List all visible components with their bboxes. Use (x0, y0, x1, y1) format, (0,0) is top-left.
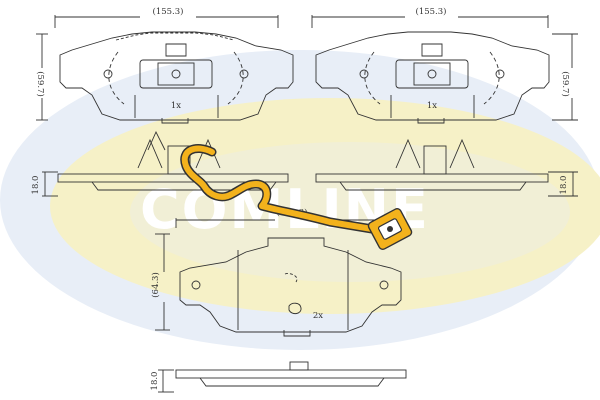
pad-a-quantity: 1x (171, 101, 181, 111)
pad-b-quantity: 1x (427, 101, 437, 111)
pad-b-width: (155.3) (416, 6, 447, 17)
pad-a-height: (59.7) (35, 71, 46, 97)
pad-b-side (315, 138, 578, 197)
pad-a-width: (155.3) (153, 6, 184, 17)
pad-b-thickness: 18.0 (559, 176, 569, 195)
pad-a-thickness: 18.0 (31, 176, 41, 195)
pad-c-quantity: 2x (313, 311, 323, 321)
pad-a (36, 15, 294, 124)
pad-a-side (42, 130, 289, 197)
pad-c-side (158, 361, 407, 393)
wear-indicator-plug-icon (367, 208, 413, 250)
pad-b (311, 15, 578, 124)
pad-c-thickness: 18.0 (150, 372, 160, 391)
pad-c-height: (64.3) (150, 272, 161, 298)
pad-b-height: (59.7) (560, 71, 571, 97)
wear-sensor-wire-icon (180, 144, 383, 235)
